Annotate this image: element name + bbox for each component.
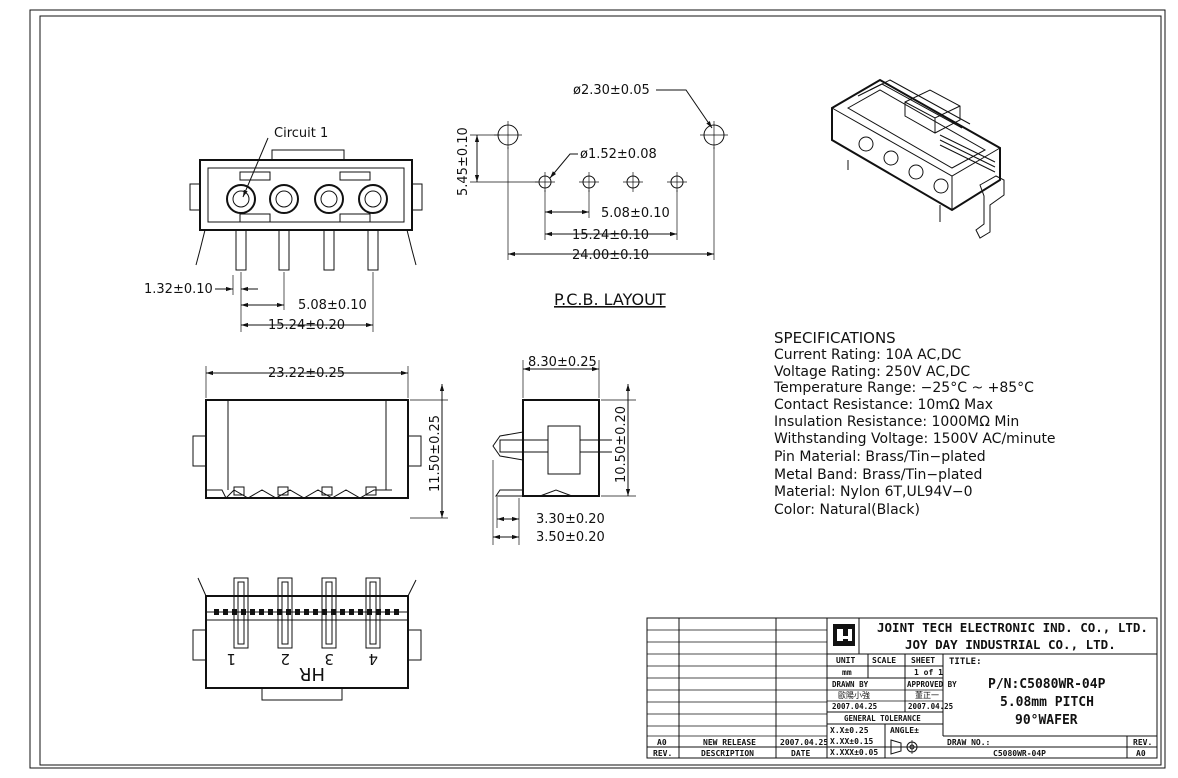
pcb-layout-title: P.C.B. LAYOUT: [554, 290, 666, 309]
company-name-2: JOY DAY INDUSTRIAL CO., LTD.: [905, 637, 1116, 652]
circuit-label: Circuit 1: [274, 126, 328, 141]
dim-front-span: 15.24±0.20: [268, 318, 345, 333]
hdr-desc: DESCRIPTION: [701, 749, 754, 758]
title-part-number: P/N:C5080WR-04P: [988, 677, 1106, 692]
dim-pcb-mount-hole: ø2.30±0.05: [573, 83, 650, 98]
side-view: 23.22±0.25 11.50±0.25: [192, 366, 448, 519]
drawn-by-label: DRAWN BY: [832, 680, 869, 689]
pcb-layout: ø2.30±0.05 ø1.52±0.08 5.45±0.10 5.08±0.1…: [456, 83, 728, 309]
sheet-value: 1 of 1: [914, 668, 943, 677]
dim-side-height: 11.50±0.25: [428, 415, 443, 492]
pin-number-1: 1: [226, 650, 236, 668]
spec-line: Color: Natural(Black): [774, 502, 920, 518]
spec-heading: SPECIFICATIONS: [774, 329, 896, 347]
tol-1: X.X±0.25: [830, 726, 869, 735]
company-name-1: JOINT TECH ELECTRONIC IND. CO., LTD.: [877, 620, 1148, 635]
dim-end-depth: 8.30±0.25: [528, 355, 597, 370]
front-view: Circuit 1 1.32±0.10 5.08±0.10 15.24±0.20: [144, 126, 423, 333]
dim-end-offset-a: 3.30±0.20: [536, 512, 605, 527]
spec-line: Insulation Resistance: 1000MΩ Min: [774, 414, 1019, 430]
company-logo: [833, 624, 855, 646]
pin-number-2: 2: [280, 650, 290, 668]
spec-line: Voltage Rating: 250V AC,DC: [774, 364, 970, 380]
approved-by-date: 2007.04.25: [908, 702, 953, 711]
outer-border: [29, 9, 1166, 769]
rev-row-desc: NEW RELEASE: [703, 738, 756, 747]
dim-end-offset-b: 3.50±0.20: [536, 530, 605, 545]
front-contacts: [226, 184, 388, 214]
spec-line: Contact Resistance: 10mΩ Max: [774, 397, 993, 413]
revision-grid: [647, 618, 1157, 758]
unit-label: UNIT: [836, 656, 855, 665]
dim-pcb-total: 24.00±0.10: [572, 248, 649, 263]
pin-number-3: 3: [324, 650, 334, 668]
drawn-by-date: 2007.04.25: [832, 702, 877, 711]
scale-label: SCALE: [872, 656, 896, 665]
title-pitch: 5.08mm PITCH: [1000, 695, 1094, 710]
dim-pcb-pitch: 5.08±0.10: [601, 206, 670, 221]
dim-pcb-span: 15.24±0.10: [572, 228, 649, 243]
approved-by-name: 董正一: [915, 690, 939, 700]
rev-row-rev: A0: [657, 738, 667, 747]
draw-no-label: DRAW NO.:: [947, 738, 990, 747]
spec-line: Current Rating: 10A AC,DC: [774, 347, 962, 363]
dim-pcb-pin-hole: ø1.52±0.08: [580, 147, 657, 162]
spec-line: Temperature Range: −25°C ~ +85°C: [773, 380, 1034, 396]
hdr-rev: REV.: [653, 749, 672, 758]
projection-symbol-icon: [890, 739, 920, 755]
tol-2: X.XX±0.15: [830, 737, 874, 746]
title-type: 90°WAFER: [1015, 713, 1078, 728]
isometric-view: [831, 78, 1005, 239]
hdr-date: DATE: [791, 749, 810, 758]
rev-value: A0: [1136, 749, 1146, 758]
angle-label: ANGLE±: [890, 726, 919, 735]
tol-3: X.XXX±0.05: [830, 748, 878, 757]
marking-label: HR: [299, 663, 325, 684]
pin-holes: [535, 172, 687, 192]
spec-line: Pin Material: Brass/Tin−plated: [774, 449, 986, 465]
front-pins: [195, 229, 417, 271]
tolerance-label: GENERAL TOLERANCE: [844, 714, 921, 723]
rev-row-date: 2007.04.25: [780, 738, 828, 747]
spec-line: Material: Nylon 6T,UL94V−0: [774, 484, 973, 500]
drawn-by-name: 歐陽小強: [838, 690, 870, 700]
specifications: SPECIFICATIONS Current Rating: 10A AC,DC…: [773, 329, 1056, 518]
spec-line: Metal Band: Brass/Tin−plated: [774, 467, 982, 483]
pin-number-4: 4: [368, 650, 378, 668]
dim-front-pin-offset: 1.32±0.10: [144, 282, 213, 297]
dim-front-pitch: 5.08±0.10: [298, 298, 367, 313]
approved-by-label: APPROVED BY: [907, 680, 957, 689]
spec-line: Withstanding Voltage: 1500V AC/minute: [774, 431, 1056, 447]
bottom-view: 1 2 3 4 HR: [192, 577, 422, 701]
dim-end-height: 10.50±0.20: [614, 406, 629, 483]
bottom-pins: [233, 577, 381, 649]
unit-value: mm: [842, 668, 852, 677]
title-label: TITLE:: [949, 657, 982, 667]
dim-pcb-row-offset: 5.45±0.10: [456, 127, 471, 196]
rev-label: REV.: [1133, 738, 1152, 747]
sheet-label: SHEET: [911, 656, 935, 665]
dim-side-width: 23.22±0.25: [268, 366, 345, 381]
draw-no-value: C5080WR-04P: [993, 749, 1046, 758]
inner-border: [39, 15, 1162, 766]
mount-hole-right: [700, 121, 728, 149]
end-view: 8.30±0.25 10.50±0.20 3.30±0.20 3.50±0.20: [492, 355, 636, 545]
title-block: A0 NEW RELEASE 2007.04.25 REV. DESCRIPTI…: [646, 617, 1158, 759]
